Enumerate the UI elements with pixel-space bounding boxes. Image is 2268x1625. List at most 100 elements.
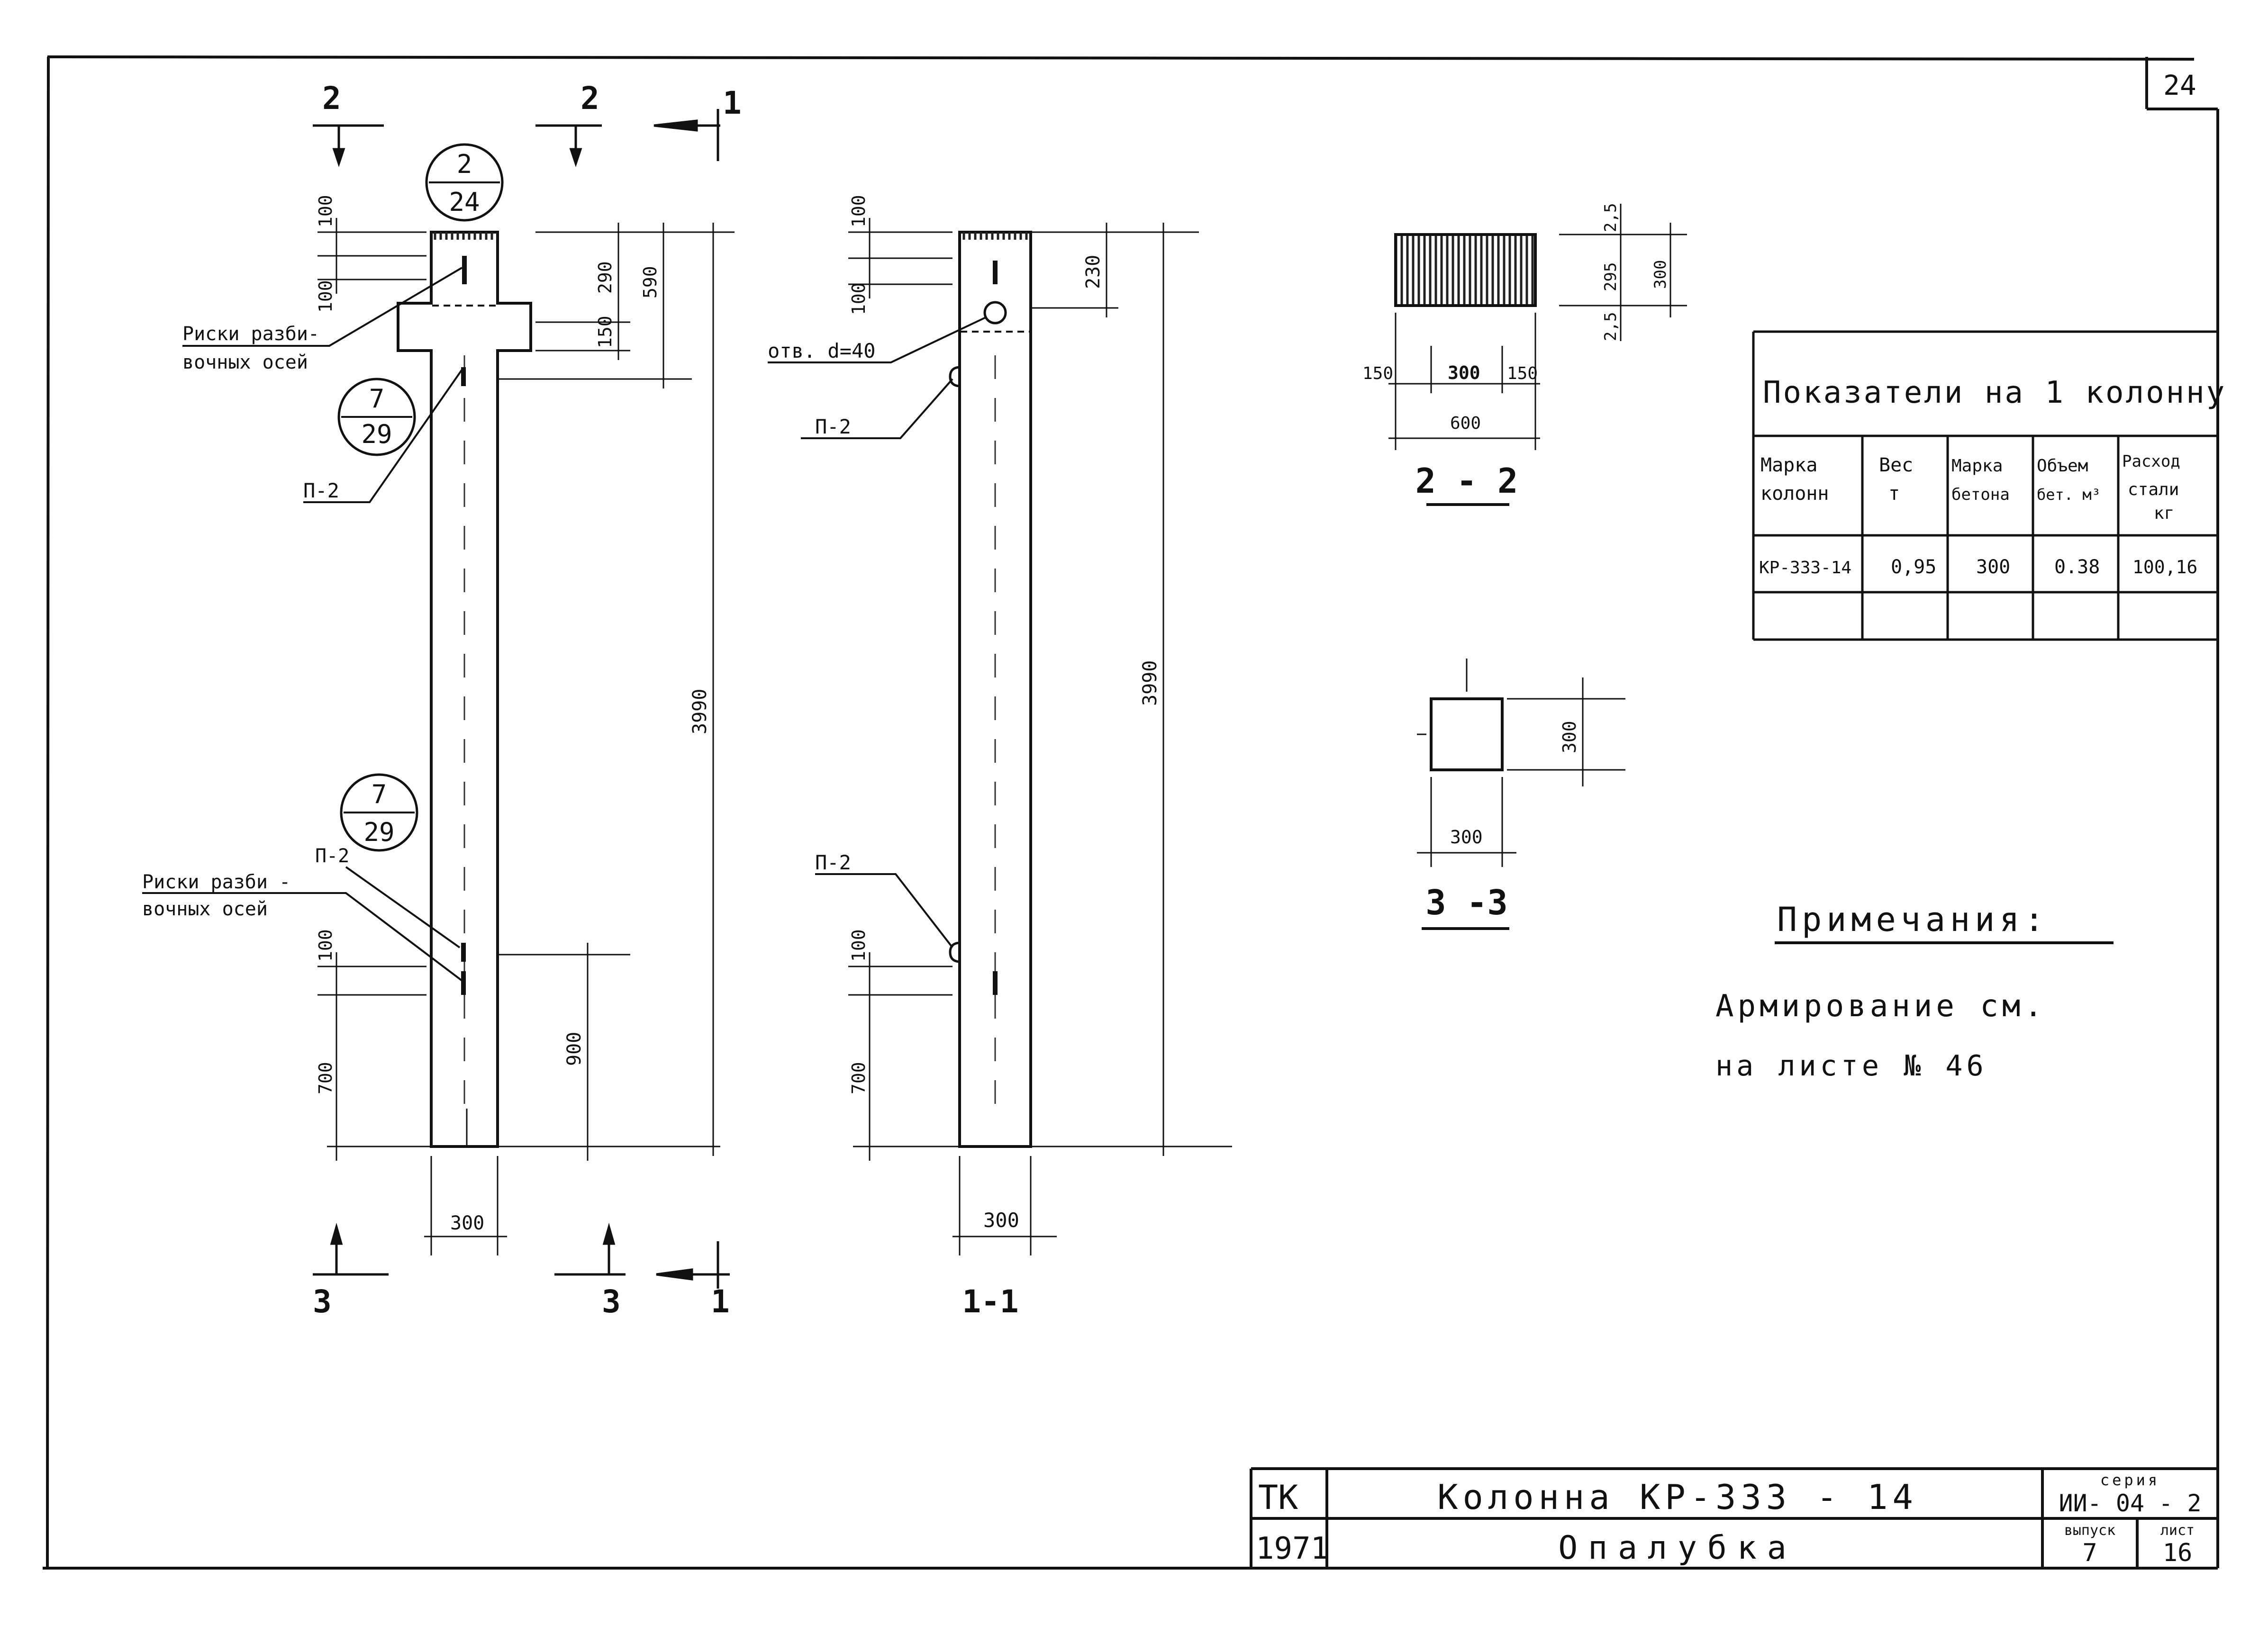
callout-2-24-den: 24: [449, 187, 480, 217]
header-beton-2: бетона: [1951, 485, 2010, 504]
dim-295: 295: [1601, 262, 1620, 291]
lifting-loop-low: [949, 941, 961, 963]
callout-7-29-low-num: 7: [372, 779, 387, 809]
cell-volume: 0.38: [2054, 556, 2100, 578]
dim-290: 290: [595, 261, 616, 294]
dimension-lines-2-2: [1388, 204, 1687, 450]
section-2-2-body: [1394, 233, 1537, 307]
section-2-2: 2,5 295 300 2,5 150 300 150 600 2 - 2: [1362, 203, 1687, 506]
title-block: ТК 1971 Колонна КР-333 - 14 Опалубка сер…: [1250, 1467, 2218, 1568]
label-p2-low: П-2: [315, 845, 349, 867]
alignment-marks: [461, 256, 467, 995]
notes: Примечания: Армирование см. на листе № 4…: [1715, 900, 2114, 1083]
label-riski-top-1: Риски разби-: [182, 323, 319, 345]
stamp-sheet-value: 16: [2163, 1539, 2193, 1567]
section-mark-1-bottom: 1: [711, 1283, 730, 1320]
callout-2-24-num: 2: [457, 149, 472, 179]
header-ves-1: Вес: [1879, 454, 1913, 476]
dim-590: 590: [640, 266, 661, 298]
section-mark-2-left: 2: [322, 80, 341, 117]
dim-600: 600: [1450, 414, 1481, 433]
stamp-title-1: Колонна КР-333 - 14: [1437, 1477, 1918, 1517]
dim-300-h33: 300: [1450, 827, 1483, 848]
section-3-3-body: [1430, 697, 1504, 771]
label-hole: отв. d=40: [768, 339, 876, 362]
label-p2-top-1-1: П-2: [815, 415, 851, 438]
callout-2-24: 2 24: [425, 143, 504, 222]
dim-300-v22: 300: [1651, 260, 1670, 289]
dimension-lines: [318, 218, 735, 1255]
dim-300: 300: [450, 1212, 484, 1234]
header-volume-1: Объем: [2037, 456, 2088, 476]
header-marka-1: Марка: [1760, 454, 1817, 476]
dim-3990: 3990: [689, 689, 711, 734]
callout-7-29-top-num: 7: [369, 384, 385, 414]
indicators-table: Показатели на 1 колонну Марка колонн Вес…: [1752, 330, 2226, 641]
header-steel-3: кг: [2154, 504, 2174, 523]
sheet-frame: [43, 55, 2219, 1570]
sheet-corner-number: 24: [2163, 69, 2196, 101]
lifting-loop-top: [949, 366, 961, 388]
label-p2-low-1-1: П-2: [815, 851, 851, 874]
section-mark-2-right: 2: [581, 80, 599, 117]
stamp-year: 1971: [1256, 1531, 1329, 1566]
dimension-lines-1-1: [848, 218, 1232, 1255]
header-marka-2: колонн: [1760, 483, 1829, 505]
dim-100a-1-1: 100: [848, 195, 869, 227]
section-mark-1-top: 1: [723, 85, 742, 121]
label-p2-top: П-2: [303, 479, 339, 502]
notes-line-1: Армирование см.: [1715, 989, 2046, 1024]
stamp-title-2: Опалубка: [1558, 1529, 1797, 1567]
notes-title: Примечания:: [1777, 900, 2049, 939]
dim-100c-1-1: 100: [848, 929, 869, 962]
cell-marka: КР-333-14: [1759, 558, 1851, 578]
dim-100c: 100: [315, 929, 336, 962]
dim-2-5-top: 2,5: [1601, 203, 1620, 232]
header-ves-2: т: [1888, 483, 1900, 505]
section-title-2-2: 2 - 2: [1415, 461, 1518, 501]
indicators-title: Показатели на 1 колонну: [1763, 375, 2226, 410]
label-riski-low-1: Риски разби -: [142, 871, 290, 893]
label-riski-low-2: вочных осей: [142, 898, 268, 920]
dim-100b-1-1: 100: [848, 282, 869, 315]
dim-100a: 100: [315, 195, 336, 227]
section-marks: [313, 109, 730, 1289]
cell-ves: 0,95: [1891, 556, 1936, 578]
notes-line-2: на листе № 46: [1715, 1049, 1987, 1083]
main-elevation: 2 2 1 3 3 1 2 24 7 29 7 29: [142, 80, 742, 1320]
dim-900: 900: [563, 1032, 585, 1066]
stamp-issue-value: 7: [2082, 1539, 2097, 1567]
header-beton-1: Марка: [1951, 456, 2003, 476]
leader-lines-1-1: [768, 316, 986, 948]
top-hatch: [432, 232, 497, 240]
stamp-issue-label: выпуск: [2064, 1522, 2115, 1539]
dim-300-v33: 300: [1559, 721, 1580, 753]
cell-steel: 100,16: [2132, 557, 2197, 578]
callout-7-29-low: 7 29: [340, 773, 418, 852]
section-title-1-1: 1-1: [962, 1283, 1018, 1320]
section-title-3-3: 3 -3: [1425, 883, 1507, 922]
callout-7-29-low-den: 29: [363, 817, 394, 847]
dim-300-1-1: 300: [983, 1209, 1019, 1232]
cell-beton: 300: [1976, 556, 2010, 578]
dim-150-right: 150: [1507, 364, 1538, 383]
section-3-3: 300 300 3 -3: [1417, 659, 1625, 930]
section-mark-3-right: 3: [602, 1283, 621, 1320]
stamp-sheet-label: лист: [2160, 1522, 2195, 1539]
dim-100b: 100: [315, 280, 336, 313]
dim-230: 230: [1082, 255, 1104, 289]
stamp-org: ТК: [1258, 1478, 1298, 1517]
callout-7-29-top-den: 29: [361, 419, 392, 449]
dim-3990-1-1: 3990: [1139, 660, 1161, 706]
hole-d40: [983, 301, 1007, 325]
dim-300-w22: 300: [1448, 362, 1480, 383]
label-riski-top-2: вочных осей: [182, 352, 308, 373]
dim-2-5-bot: 2,5: [1601, 312, 1620, 341]
stamp-series-value: ИИ- 04 - 2: [2059, 1490, 2201, 1517]
dim-150: 150: [595, 316, 616, 348]
callout-7-29-top: 7 29: [337, 378, 416, 456]
dimension-lines-3-3: [1417, 659, 1625, 867]
top-hatch-1-1: [961, 232, 1030, 240]
header-steel-1: Расход: [2122, 452, 2180, 471]
